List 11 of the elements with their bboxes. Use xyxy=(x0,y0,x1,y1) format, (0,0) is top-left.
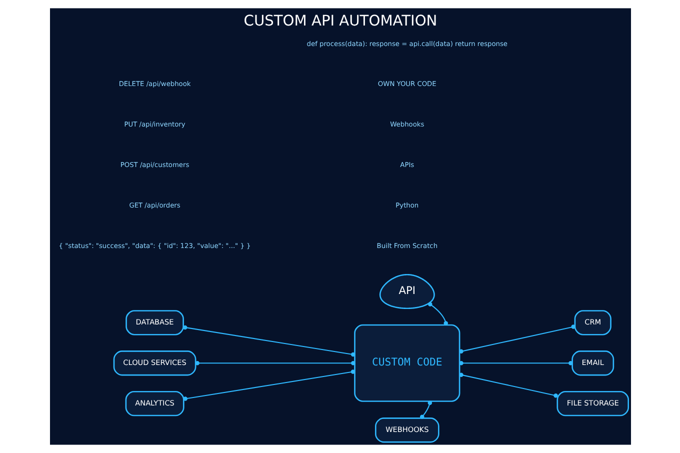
connector xyxy=(458,361,572,366)
connector xyxy=(420,400,432,419)
connector xyxy=(182,325,355,357)
node-ellipse: API xyxy=(378,274,434,310)
connector xyxy=(428,302,448,326)
connector xyxy=(458,372,558,398)
connector xyxy=(458,324,575,354)
connector xyxy=(194,361,355,366)
connector xyxy=(182,370,355,401)
node-box: CUSTOM CODE xyxy=(354,324,460,402)
diagram-title: CUSTOM API AUTOMATION xyxy=(243,12,437,30)
